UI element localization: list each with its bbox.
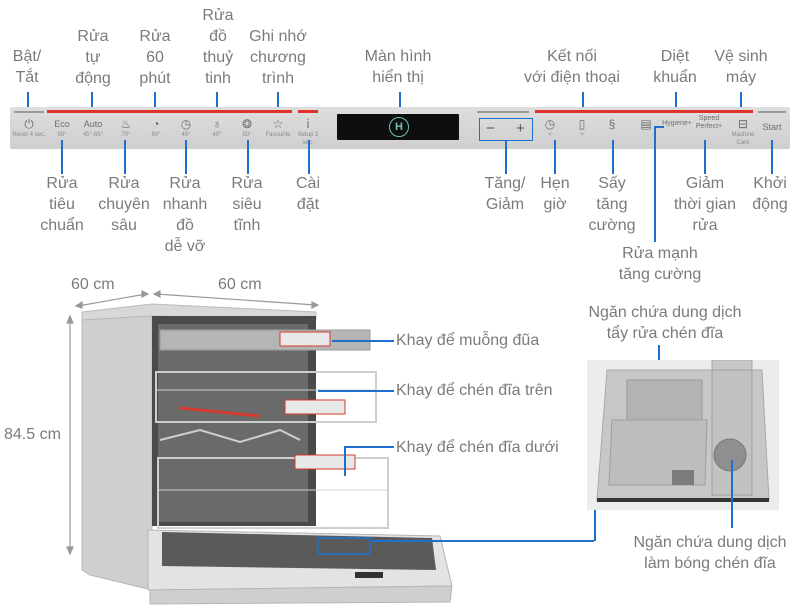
dishwasher-body [81,303,453,605]
eco-program-button[interactable]: Eco 50° [54,119,70,138]
leader-line [247,140,249,174]
label-plus-minus: Tăng/ Giảm [484,175,526,213]
label-rinse-aid: Ngăn chứa dung dịch làm bóng chén đĩa [633,534,787,572]
label-power: Bật/ Tắt [12,48,42,86]
dimension-depth: 60 cm [71,276,115,293]
leader-line [704,140,706,174]
panel-red-strip [298,110,318,113]
minus-button[interactable]: − [486,120,495,137]
dimension-height: 84.5 cm [4,426,61,443]
extra-dry-button[interactable]: § [600,117,624,131]
silence-program-button[interactable]: ❂ 50° [235,117,259,139]
program-60min-button[interactable]: ◔ 60° [144,117,168,139]
star-icon: ☆ [272,117,284,131]
bosch-logo-icon: H [389,117,409,137]
leader-line [771,140,773,174]
favourite-button[interactable]: ☆ Favourite [265,117,291,138]
machine-care-button[interactable]: ⊟ Machine Care [726,117,760,147]
label-quick-delicate: Rửa nhanh đồ dễ vỡ [162,175,208,255]
panel-red-strip [47,110,292,113]
label-settings: Cài đặt [295,175,320,213]
label-eco: Rửa tiêu chuẩn [40,175,84,234]
leader-line [554,140,556,174]
label-timer: Hẹn giờ [540,175,570,213]
intensive-program-button[interactable]: ♨ 70° [114,117,138,139]
power-button[interactable]: ⏻ Reset 4 sec. [12,117,46,138]
leader-line [308,140,310,174]
leader-line [505,140,507,174]
leader-line [185,140,187,174]
hygiene-button[interactable]: Hygiene+ [662,120,692,127]
label-favourite: Ghi nhớ chương trình [249,28,307,87]
timer-button[interactable]: ◷ < [538,117,562,139]
plus-minus-buttons[interactable]: − + [479,118,533,141]
dimension-width: 60 cm [218,276,262,293]
clock-bowl-icon: ◔ [152,117,160,131]
panel-divider [758,111,786,113]
label-intensive: Rửa chuyên sâu [98,175,150,234]
setup-button[interactable]: ⅰ Setup 3 sec. [294,117,322,147]
display-screen: H [337,114,459,140]
clock-icon: ◷ [544,117,556,131]
control-panel: ⏻ Reset 4 sec. Eco 50° Auto 45°-65° ♨ 70… [10,107,790,149]
speed-perfect-button[interactable]: Speed Perfect+ [695,115,723,130]
leader-line [344,446,394,448]
quick-delicate-button[interactable]: ◷ 45° [174,117,198,139]
glass-program-button[interactable]: ♁ 40° [205,117,229,139]
label-machine-care: Vệ sinh máy [714,48,768,86]
label-hygiene: Diệt khuẩn [653,48,697,86]
label-cutlery-tray: Khay để muỗng đũa [396,332,540,349]
intensive-zone-icon: ▤ [640,117,652,131]
leader-line [318,390,394,392]
panel-divider [477,111,529,113]
leader-line [61,140,63,174]
leader-line [731,460,733,528]
start-button[interactable]: Start [762,122,782,132]
label-detergent: Ngăn chứa dung dịch tẩy rửa chén đĩa [588,304,742,342]
leader-line [612,140,614,174]
steam-icon: § [608,117,616,131]
power-icon: ⏻ [24,117,34,131]
label-display: Màn hình hiển thị [364,48,432,86]
dishwasher-illustration [66,290,453,605]
label-intensive-zone: Rửa mạnh tăng cường [618,245,702,283]
leader-line [124,140,126,174]
phone-wifi-icon: ▯ [578,117,586,131]
intensive-zone-button[interactable]: ▤ [634,117,658,131]
label-upper-rack: Khay để chén đĩa trên [396,382,553,399]
leader-line [594,505,596,541]
leader-line [370,540,594,542]
label-phone-connect: Kết nối với điện thoại [524,48,620,86]
wine-glass-icon: ♁ [212,117,222,131]
panel-red-strip [535,110,753,113]
remote-start-button[interactable]: ▯ > [570,117,594,139]
label-extra-dry: Sấy tăng cường [588,175,636,234]
label-glass-wash: Rửa đồ thuỷ tinh [202,7,234,87]
label-silence: Rửa siêu tĩnh [231,175,263,234]
silence-ear-icon: ❂ [241,117,253,131]
label-wash-60min: Rửa 60 phút [139,28,171,87]
label-auto-wash: Rửa tự động [75,28,111,87]
label-speed-perfect: Giảm thời gian rửa [673,175,737,234]
panel-divider [14,111,44,113]
auto-program-button[interactable]: Auto 45°-65° [82,119,104,138]
quick-glass-icon: ◷ [180,117,192,131]
leader-line [654,126,664,128]
label-lower-rack: Khay để chén đĩa dưới [396,439,559,456]
label-start: Khởi động [752,175,788,213]
leader-line [654,126,656,242]
info-icon: ⅰ [306,117,310,131]
dimension-arrows [66,290,320,556]
leader-line [332,340,394,342]
machine-care-icon: ⊟ [737,117,749,131]
plus-button[interactable]: + [516,120,525,137]
detergent-dispenser-image [587,360,779,510]
leader-line [344,446,346,476]
pot-icon: ♨ [120,117,132,131]
